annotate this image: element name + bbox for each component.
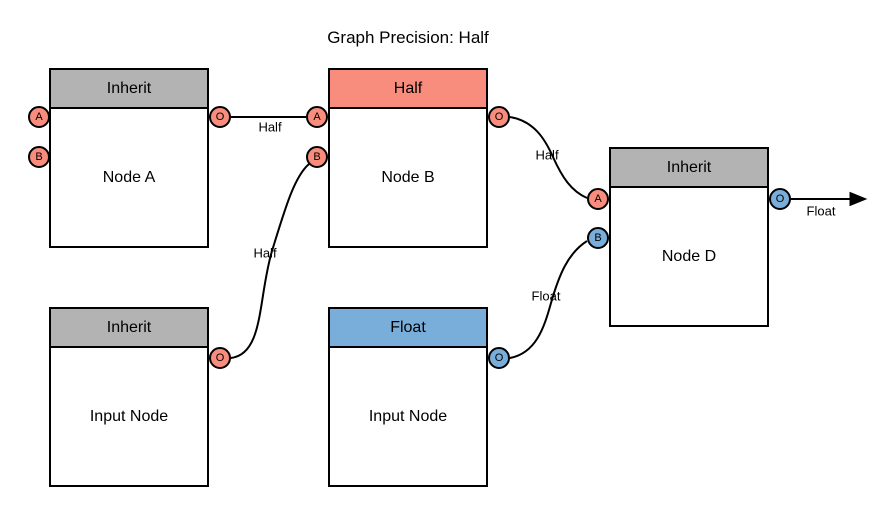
node-b-port-a: A [306,106,328,128]
edge-input-node-1-to-node-b [230,163,310,359]
node-d-port-a: A [587,188,609,210]
input-node-1: Inherit Input Node [49,307,209,487]
node-a-port-o: O [209,106,231,128]
edge-label-a-to-b: Half [258,119,282,135]
node-a-port-b: B [28,146,50,168]
input-node-2-label: Input Node [368,407,448,425]
node-d: Inherit Node D [609,147,769,327]
input-node-1-header: Inherit [51,309,207,348]
node-b-port-b: B [306,146,328,168]
node-d-header: Inherit [611,149,767,188]
node-a-port-a: A [28,106,50,128]
node-b-header: Half [330,70,486,109]
edge-label-input1-to-b: Half [253,245,277,261]
input-node-2: Float Input Node [328,307,488,487]
node-d-port-o: O [769,188,791,210]
node-a: Inherit Node A [49,68,209,248]
input-node-1-port-o: O [209,347,231,369]
edge-label-output: Float [806,203,836,219]
input-node-2-port-o: O [488,347,510,369]
diagram-title: Graph Precision: Half [327,28,489,47]
edge-label-b-to-d: Half [535,147,559,163]
input-node-1-label: Input Node [89,407,169,425]
output-arrowhead-icon [849,191,868,207]
node-a-header: Inherit [51,70,207,109]
node-b: Half Node B [328,68,488,248]
edge-label-input2-to-d: Float [531,288,561,304]
node-b-port-o: O [488,106,510,128]
node-d-label: Node D [661,247,717,265]
node-a-label: Node A [102,168,156,186]
node-d-port-b: B [587,227,609,249]
input-node-2-header: Float [330,309,486,348]
node-b-label: Node B [381,168,435,186]
